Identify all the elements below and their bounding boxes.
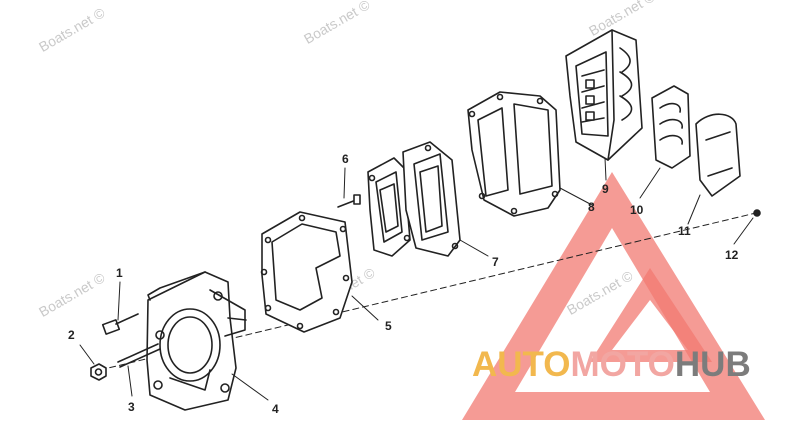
callout-label: 10 <box>630 203 644 217</box>
reed-stop-part <box>695 113 741 197</box>
reed-petal-part <box>651 85 691 169</box>
adapter-housing-part <box>146 271 247 411</box>
callout-label: 4 <box>272 402 279 416</box>
callout-label: 3 <box>128 400 135 414</box>
callout-label: 7 <box>492 255 499 269</box>
leader-lines <box>79 157 754 401</box>
callout-label: 2 <box>68 328 75 342</box>
stud-part <box>117 343 161 368</box>
brand-logo-part: HUB <box>674 345 751 384</box>
callout-label: 8 <box>588 200 595 214</box>
callout-label: 1 <box>116 266 123 280</box>
callout-label: 11 <box>678 224 691 238</box>
callout-label: 5 <box>385 319 392 333</box>
callout-label: 6 <box>342 152 349 166</box>
gasket-part <box>260 211 353 333</box>
small-screw-part <box>753 209 761 217</box>
callout-label: 12 <box>725 248 739 262</box>
nut-part <box>90 363 107 381</box>
bolt-part <box>101 313 139 335</box>
callout-label: 9 <box>602 182 609 196</box>
brand-logo-part: AUTO <box>472 345 571 384</box>
brand-logo-part: MOTO <box>570 345 675 384</box>
screw-part <box>337 194 361 208</box>
reed-plate-part <box>367 141 461 257</box>
brand-logo: AUTOMOTOHUB <box>472 345 751 385</box>
logo-triangle <box>462 172 765 420</box>
reed-block-part <box>565 29 643 161</box>
reed-gasket-part <box>467 91 561 217</box>
